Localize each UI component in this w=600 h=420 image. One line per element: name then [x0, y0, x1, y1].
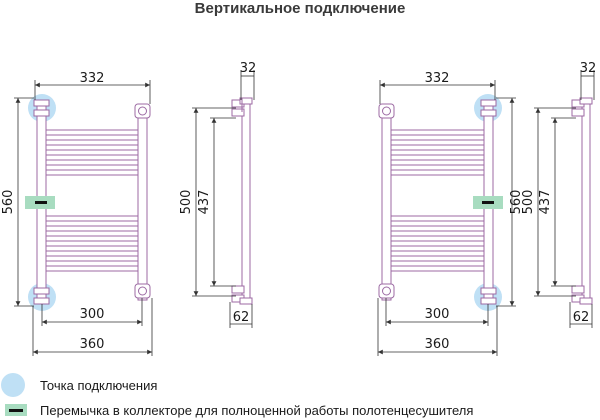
dim-560-left: 560	[1, 190, 16, 215]
right-fittings	[378, 99, 497, 305]
dim-332-right: 332	[425, 71, 450, 86]
dim-62-left: 62	[233, 310, 250, 325]
dim-360-right: 360	[425, 337, 450, 352]
legend: Точка подключения Перемычка в коллекторе…	[1, 373, 473, 418]
dim-300-left: 300	[80, 307, 105, 322]
left-front-view: 332 560 300 360	[1, 71, 153, 356]
right-rungs	[390, 129, 485, 272]
left-side-view: 32 500 437 62	[179, 61, 256, 328]
left-side-body	[241, 103, 251, 299]
jumper-mark-right	[482, 201, 494, 204]
dim-437-left: 437	[197, 190, 212, 215]
dim-32-left: 32	[240, 61, 257, 76]
diagram-title: Вертикальное подключение	[194, 0, 406, 17]
right-front-view: 332 560 300 360	[377, 71, 524, 356]
dim-332-left: 332	[80, 71, 105, 86]
left-rungs	[45, 129, 139, 272]
left-collector-right	[137, 103, 148, 301]
left-fittings	[33, 99, 151, 305]
dim-360-left: 360	[80, 337, 105, 352]
jumper-mark-left	[35, 201, 47, 204]
dim-32-right: 32	[580, 61, 597, 76]
legend-connection-swatch	[1, 373, 25, 397]
dim-437-right: 437	[538, 190, 553, 215]
dim-500-left: 500	[179, 190, 194, 215]
dim-500-right: 500	[521, 190, 536, 215]
dim-62-right: 62	[573, 310, 590, 325]
dim-300-right: 300	[425, 307, 450, 322]
legend-connection-label: Точка подключения	[40, 378, 157, 393]
right-collector-left	[381, 103, 392, 301]
legend-jumper-label: Перемычка в коллекторе для полноценной р…	[40, 403, 473, 418]
right-side-view: 32 500 437 62	[521, 61, 596, 328]
dim-560-right: 560	[509, 190, 524, 215]
legend-jumper-mark	[9, 409, 23, 412]
right-side-body	[581, 103, 591, 299]
